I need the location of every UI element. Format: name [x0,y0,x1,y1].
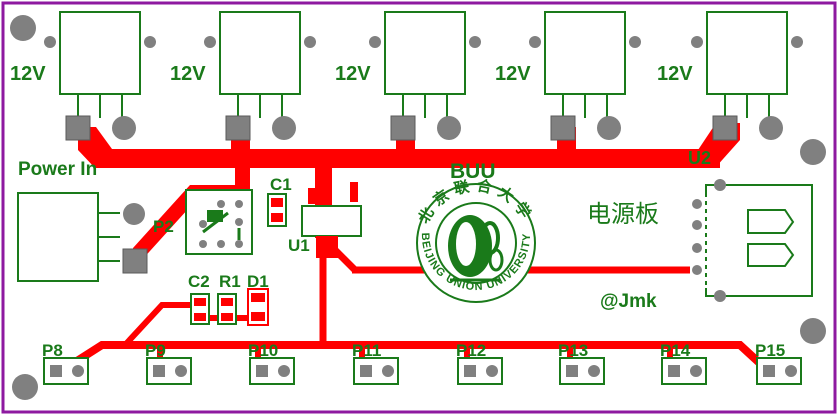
c1-component [267,193,287,227]
label-c2: C2 [188,272,210,291]
header-label: P11 [352,341,381,360]
power-in-pad-square [122,248,148,274]
trace-left-branch [122,302,190,348]
mounting-hole [12,374,38,400]
label-u2: U2 [688,148,711,168]
regulator-12v: 12V [335,11,481,141]
silkscreen-labels: Power In BUU U2 U1 P2 C1 C2 R1 D1 电源板 @J… [18,148,711,312]
header-label: P14 [660,341,691,360]
label-board-name: 电源板 [587,201,659,228]
label-c1: C1 [270,175,292,194]
regulator-label: 12V [495,63,531,85]
header-label: P13 [558,341,588,360]
regulators: 12V 12V 12V 12V 12V [10,11,803,141]
header-connector: P10 [248,341,295,385]
power-in-pad [123,203,145,225]
header-label: P10 [248,341,278,360]
regulator-12v: 12V [10,11,156,141]
label-power-in: Power In [18,159,97,180]
header-label: P12 [456,341,486,360]
header-connector: P12 [456,341,503,385]
header-connector: P11 [352,341,399,385]
mounting-hole [800,139,826,165]
header-label: P8 [42,341,63,360]
regulator-label: 12V [170,63,206,85]
output-connector [692,179,813,302]
label-r1: R1 [219,272,241,291]
header-connector: P15 [755,341,802,385]
mounting-hole [800,318,826,344]
rc-components [190,288,269,326]
header-connector: P14 [660,341,707,385]
header-connector: P8 [42,341,89,385]
regulator-12v: 12V [657,11,803,141]
label-p2: P2 [153,217,174,236]
header-label: P15 [755,341,785,360]
regulator-12v: 12V [170,11,316,141]
mounting-holes [10,15,826,400]
label-buu: BUU [450,160,496,183]
university-logo: 北京联合大学 BEIJING UNION UNIVERSITY [415,176,536,303]
label-d1: D1 [247,272,269,291]
header-label: P9 [145,341,166,360]
label-author: @Jmk [600,291,657,312]
headers: P8 P9 P10 P11 P12 P13 P14 P15 [42,341,802,385]
p2-connector [185,189,253,255]
regulator-label: 12V [657,63,693,85]
header-connector: P9 [145,341,192,385]
regulator-label: 12V [335,63,371,85]
power-in-body [17,192,99,282]
regulator-label: 12V [10,63,46,85]
mounting-hole [10,15,36,41]
header-connector: P13 [558,341,605,385]
label-u1: U1 [288,236,310,255]
u1-component [301,182,362,258]
regulator-12v: 12V [495,11,641,141]
power-in-connector [17,192,148,282]
